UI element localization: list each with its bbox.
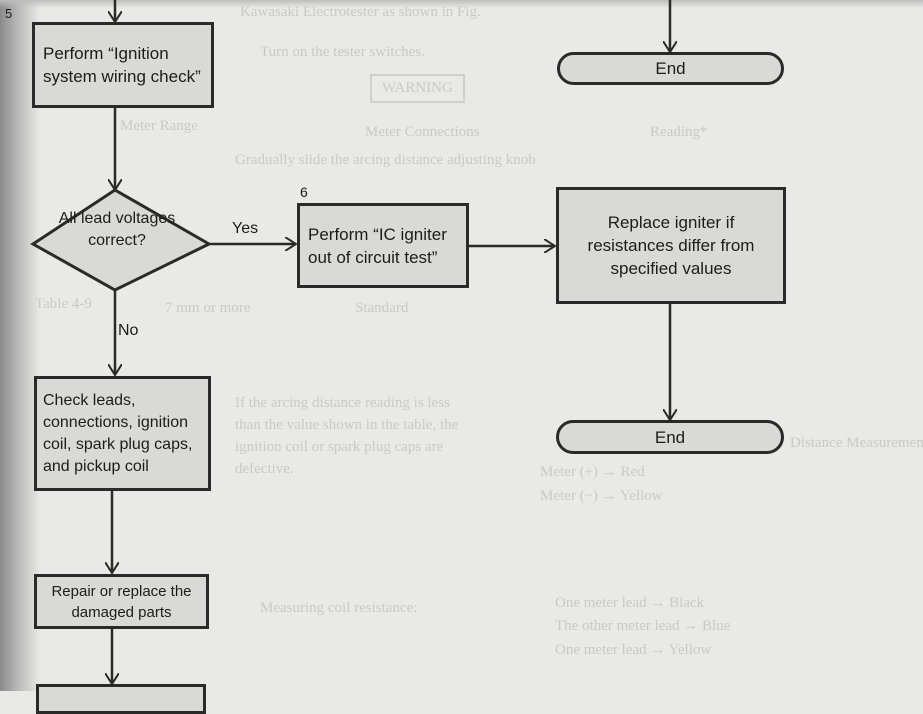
next-step-box	[36, 684, 206, 714]
end-terminal-bottom: End	[556, 420, 784, 454]
decision-text: All lead voltages correct?	[58, 210, 176, 249]
ghost-text: Meter (−) → Yellow	[540, 488, 663, 504]
ghost-text: Meter Connections	[365, 124, 480, 140]
ghost-text: WARNING	[370, 74, 465, 103]
ghost-text: One meter lead → Yellow	[555, 642, 712, 658]
ghost-text: Gradually slide the arcing distance adju…	[235, 152, 536, 168]
end-terminal-top: End	[557, 52, 784, 85]
ghost-text: One meter lead → Black	[555, 595, 705, 611]
step6-box: Perform “IC igniter out of circuit test”	[297, 203, 469, 288]
step5-box: Perform “Ignition system wiring check”	[32, 22, 214, 108]
ghost-text: Meter Range	[120, 118, 198, 134]
ghost-text: If the arcing distance reading is less t…	[235, 395, 459, 477]
end-top-text: End	[655, 59, 686, 78]
page-edge-shadow	[0, 0, 40, 691]
repair-box: Repair or replace the damaged parts	[34, 574, 209, 629]
flowchart-connectors	[30, 0, 923, 691]
ghost-text: The other meter lead → Blue	[555, 618, 731, 634]
ghost-text: Turn on the tester switches.	[260, 44, 425, 60]
replace-igniter-box: Replace igniter if resistances differ fr…	[556, 187, 786, 304]
ghost-text: 7 mm or more	[165, 300, 251, 316]
replace-igniter-text: Replace igniter if resistances differ fr…	[587, 213, 755, 278]
step6-number: 6	[300, 184, 308, 200]
ghost-text: Meter (+) → Red	[540, 464, 645, 480]
ghost-text: Measuring coil resistance:	[260, 600, 418, 616]
end-bottom-text: End	[654, 427, 686, 447]
page-top-shadow	[0, 0, 923, 8]
check-leads-text: Check leads, connections, ignition coil,…	[43, 391, 193, 475]
ghost-text: Distance Measurement	[790, 435, 923, 451]
ghost-text: Kawasaki Electrotester as shown in Fig.	[240, 4, 481, 20]
no-label: No	[118, 322, 139, 339]
ghost-text: Reading*	[650, 124, 708, 140]
step5-text: Perform “Ignition system wiring check”	[43, 44, 201, 86]
check-leads-box: Check leads, connections, ignition coil,…	[34, 376, 211, 491]
repair-text: Repair or replace the damaged parts	[51, 582, 192, 621]
step6-text: Perform “IC igniter out of circuit test”	[308, 224, 447, 267]
ghost-text: Standard	[355, 300, 409, 316]
yes-label: Yes	[232, 220, 259, 237]
step5-number: 5	[5, 6, 13, 21]
ghost-text: Table 4-9	[35, 296, 92, 312]
